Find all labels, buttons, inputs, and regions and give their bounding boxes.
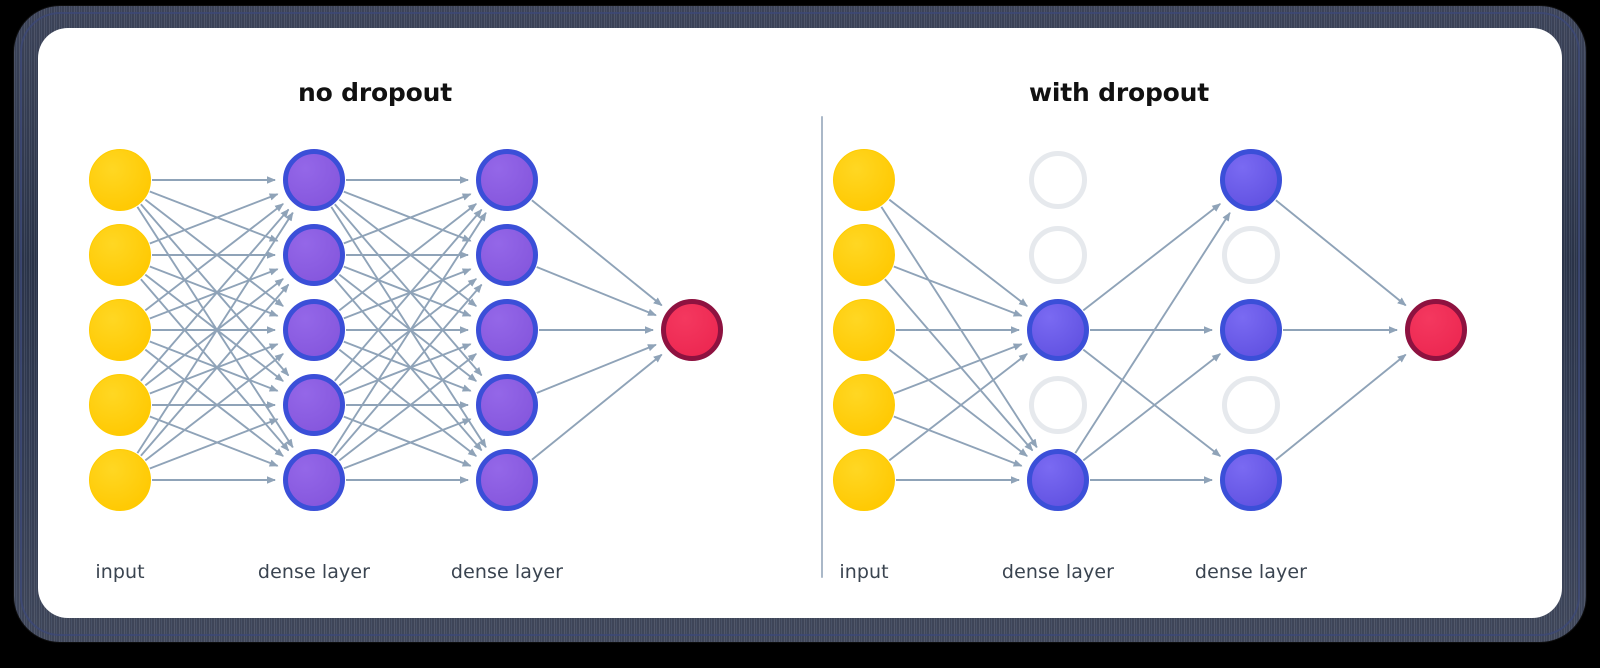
layer-label-dense-layer: dense layer xyxy=(257,561,371,583)
panel-title-no-dropout: no dropout xyxy=(298,78,452,107)
layer-label-dense-layer: dense layer xyxy=(1001,561,1115,583)
layer-label-dense-layer: dense layer xyxy=(450,561,564,583)
diagram-card xyxy=(38,28,1562,618)
layer-label-input: input xyxy=(839,561,889,583)
panel-title-with-dropout: with dropout xyxy=(1029,78,1209,107)
panel-divider xyxy=(821,116,823,578)
layer-label-dense-layer: dense layer xyxy=(1194,561,1308,583)
layer-label-input: input xyxy=(95,561,145,583)
